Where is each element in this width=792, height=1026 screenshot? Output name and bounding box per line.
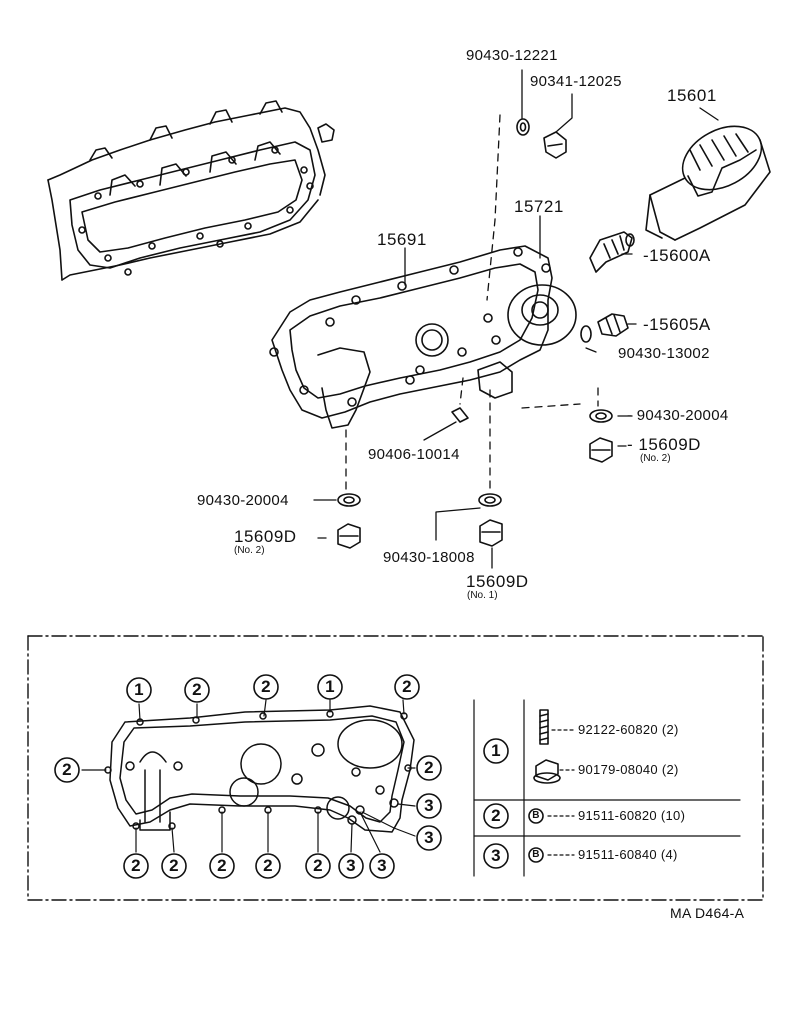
label-15600a: -15600A bbox=[643, 246, 711, 265]
dowel-pin bbox=[451, 407, 469, 423]
washer-90430-20004-left bbox=[337, 493, 361, 507]
bolt-marker-2-number: B bbox=[532, 809, 540, 821]
label-15609d-right: - 15609D bbox=[627, 435, 701, 454]
washer-90430-20004-right bbox=[589, 409, 613, 423]
leader-lines bbox=[313, 69, 719, 569]
label-15605a: -15605A bbox=[643, 315, 711, 334]
legend-dash-lines bbox=[547, 729, 575, 856]
label-90430-13002: 90430-13002 bbox=[618, 345, 710, 362]
plug-90341-12025 bbox=[543, 131, 567, 159]
oil-cooler-cover bbox=[269, 245, 577, 429]
legend-part-91511-60840: 91511-60840 (4) bbox=[578, 847, 678, 862]
callout-t1a bbox=[126, 677, 152, 703]
engine-block-outline bbox=[47, 100, 335, 281]
label-90430-12221: 90430-12221 bbox=[466, 47, 558, 64]
callout-leaders bbox=[81, 699, 416, 853]
bolt-marker-2 bbox=[528, 808, 544, 824]
callout-b2e-number: 2 bbox=[313, 856, 323, 876]
label-90430-18008: 90430-18008 bbox=[383, 549, 475, 566]
callout-t2b-number: 2 bbox=[261, 677, 271, 697]
callout-t2b bbox=[253, 674, 279, 700]
note-15609d-center: (No. 1) bbox=[467, 590, 498, 601]
diagram-code: MA D464-A bbox=[670, 905, 745, 921]
legend-key-3 bbox=[483, 843, 509, 869]
washer-90430-12221 bbox=[516, 118, 530, 136]
plug-15609d-left bbox=[337, 523, 361, 549]
bypass-valve-15605a bbox=[580, 313, 629, 343]
legend-table bbox=[473, 699, 741, 877]
stud-bolt-icon bbox=[539, 709, 549, 745]
callout-t2c-number: 2 bbox=[402, 677, 412, 697]
callout-r3a-number: 3 bbox=[424, 796, 434, 816]
legend-part-90179-08040: 90179-08040 (2) bbox=[578, 762, 679, 777]
label-90406-10014: 90406-10014 bbox=[368, 446, 460, 463]
label-15721: 15721 bbox=[514, 197, 564, 216]
callout-b3a bbox=[338, 853, 364, 879]
callout-r3b bbox=[416, 825, 442, 851]
label-90341-12025: 90341-12025 bbox=[530, 73, 622, 90]
callout-l2 bbox=[54, 757, 80, 783]
callout-b2b-number: 2 bbox=[169, 856, 179, 876]
callout-b2d-number: 2 bbox=[263, 856, 273, 876]
legend-part-92122-60820: 92122-60820 (2) bbox=[578, 722, 679, 737]
flange-nut-icon bbox=[533, 759, 561, 784]
callout-b2d bbox=[255, 853, 281, 879]
callout-b2a bbox=[123, 853, 149, 879]
bolt-marker-3-number: B bbox=[532, 848, 540, 860]
label-90430-20004-right: - 90430-20004 bbox=[627, 407, 729, 424]
relief-valve-15600a bbox=[589, 231, 635, 273]
gasket-outline bbox=[104, 705, 415, 833]
legend-key-1 bbox=[483, 738, 509, 764]
legend-key-2-number: 2 bbox=[491, 806, 501, 826]
callout-b2c bbox=[209, 853, 235, 879]
label-15609d-center: 15609D bbox=[466, 572, 529, 591]
label-15691: 15691 bbox=[377, 230, 427, 249]
plug-15609d-center bbox=[479, 519, 503, 547]
callout-r2-number: 2 bbox=[424, 758, 434, 778]
label-90430-20004-left: 90430-20004 bbox=[197, 492, 289, 509]
callout-b3a-number: 3 bbox=[346, 856, 356, 876]
callout-b2e bbox=[305, 853, 331, 879]
callout-b3b bbox=[369, 853, 395, 879]
note-15609d-right: (No. 2) bbox=[640, 453, 671, 464]
plug-15609d-right bbox=[589, 437, 613, 463]
note-15609d-left: (No. 2) bbox=[234, 545, 265, 556]
callout-r2 bbox=[416, 755, 442, 781]
bolt-marker-3 bbox=[528, 847, 544, 863]
callout-t2c bbox=[394, 674, 420, 700]
callout-circles bbox=[54, 674, 544, 879]
legend-key-3-number: 3 bbox=[491, 846, 501, 866]
callout-t2a-number: 2 bbox=[192, 680, 202, 700]
label-15601: 15601 bbox=[667, 86, 717, 105]
legend-part-91511-60820: 91511-60820 (10) bbox=[578, 808, 686, 823]
callout-t1b bbox=[317, 674, 343, 700]
callout-b3b-number: 3 bbox=[377, 856, 387, 876]
oil-filter bbox=[645, 125, 771, 241]
dashed-alignment-lines bbox=[345, 114, 599, 491]
callout-t1a-number: 1 bbox=[134, 680, 144, 700]
callout-l2-number: 2 bbox=[62, 760, 72, 780]
label-15609d-left: 15609D bbox=[234, 527, 297, 546]
legend-key-1-number: 1 bbox=[491, 741, 501, 761]
bolt-diagram-frame bbox=[27, 635, 764, 901]
callout-t2a bbox=[184, 677, 210, 703]
legend-key-2 bbox=[483, 803, 509, 829]
callout-b2c-number: 2 bbox=[217, 856, 227, 876]
washer-90430-18008 bbox=[478, 493, 502, 507]
callout-r3a bbox=[416, 793, 442, 819]
callout-r3b-number: 3 bbox=[424, 828, 434, 848]
callout-t1b-number: 1 bbox=[325, 677, 335, 697]
callout-b2a-number: 2 bbox=[131, 856, 141, 876]
callout-b2b bbox=[161, 853, 187, 879]
